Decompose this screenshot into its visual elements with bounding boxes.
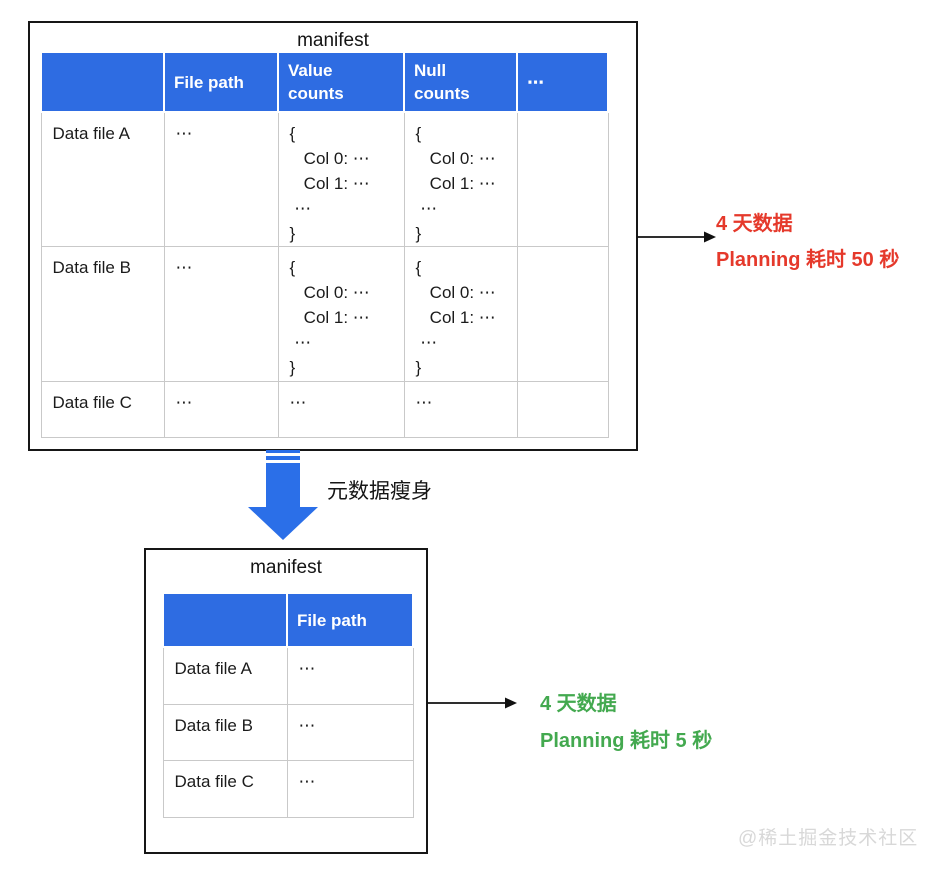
annotation-line: Planning 耗时 5 秒: [540, 730, 713, 752]
column-header-file-path: File path: [163, 51, 279, 113]
row-label-cell: Data file C: [40, 381, 165, 438]
table-cell: ⋯: [277, 381, 405, 438]
before-annotation: 4 天数据 Planning 耗时 50 秒: [716, 206, 899, 278]
after-table-title: manifest: [250, 557, 322, 578]
row-label-cell: Data file C: [162, 759, 288, 818]
down-arrow-icon: [248, 450, 318, 540]
table-cell: ⋯: [163, 246, 279, 382]
after-manifest-table: File path Data file A ⋯ Data file B ⋯ Da…: [162, 592, 414, 818]
table-cell: [516, 111, 609, 247]
table-cell: ⋯: [163, 381, 279, 438]
column-header-rowlabel: [40, 51, 165, 113]
after-annotation: 4 天数据 Planning 耗时 5 秒: [540, 686, 712, 760]
table-cell: { Col 0: ⋯ Col 1: ⋯ ⋯ }: [403, 111, 518, 247]
arrow-right-icon: [427, 697, 517, 709]
table-row: Data file B ⋯ { Col 0: ⋯ Col 1: ⋯ ⋯ } { …: [40, 246, 609, 382]
table-row: Data file A ⋯ { Col 0: ⋯ Col 1: ⋯ ⋯ } { …: [40, 111, 609, 247]
table-cell: { Col 0: ⋯ Col 1: ⋯ ⋯ }: [403, 246, 518, 382]
table-cell: ⋯: [286, 703, 414, 761]
before-manifest-box: manifest File path Value counts Null cou…: [28, 21, 638, 451]
column-header-more: ⋯: [516, 51, 609, 113]
table-cell: ⋯: [403, 381, 518, 438]
table-row: Data file C ⋯ ⋯ ⋯: [40, 381, 609, 438]
column-header-rowlabel: [162, 592, 288, 648]
row-label-cell: Data file A: [40, 111, 165, 247]
annotation-line: 4 天数据: [716, 213, 793, 235]
table-row: Data file A ⋯: [162, 646, 414, 705]
arrow-right-icon: [637, 231, 716, 243]
transform-label: 元数据瘦身: [327, 480, 432, 503]
table-cell: { Col 0: ⋯ Col 1: ⋯ ⋯ }: [277, 246, 405, 382]
table-cell: ⋯: [163, 111, 279, 247]
column-header-file-path: File path: [286, 592, 414, 648]
after-manifest-box: manifest File path Data file A ⋯ Data fi…: [144, 548, 428, 854]
table-cell: ⋯: [286, 646, 414, 705]
table-row: Data file C ⋯: [162, 759, 414, 818]
table-cell: [516, 381, 609, 438]
header-row: File path Value counts Null counts ⋯: [40, 51, 609, 113]
table-cell: { Col 0: ⋯ Col 1: ⋯ ⋯ }: [277, 111, 405, 247]
table-cell: ⋯: [286, 759, 414, 818]
annotation-line: Planning 耗时 50 秒: [716, 249, 900, 271]
watermark: @稀土掘金技术社区: [738, 828, 919, 849]
table-row: Data file B ⋯: [162, 703, 414, 761]
header-row: File path: [162, 592, 414, 648]
annotation-line: 4 天数据: [540, 693, 617, 715]
before-manifest-table: File path Value counts Null counts ⋯ Dat…: [40, 51, 609, 438]
row-label-cell: Data file B: [162, 703, 288, 761]
before-table-title: manifest: [297, 30, 369, 51]
column-header-null-counts: Null counts: [403, 51, 518, 113]
row-label-cell: Data file A: [162, 646, 288, 705]
column-header-value-counts: Value counts: [277, 51, 405, 113]
row-label-cell: Data file B: [40, 246, 165, 382]
table-cell: [516, 246, 609, 382]
